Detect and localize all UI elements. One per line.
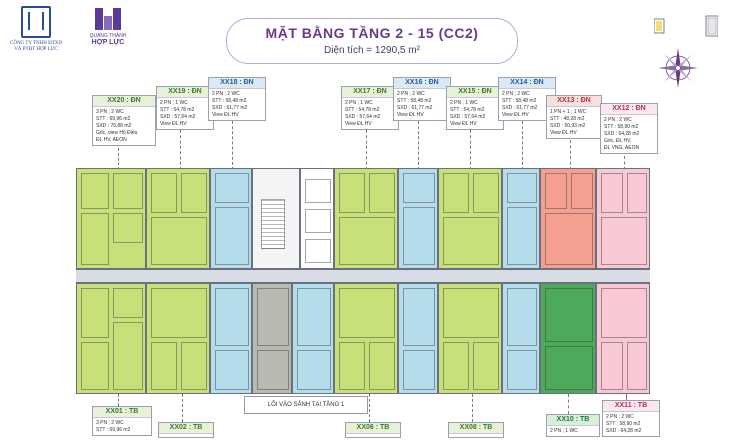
title-box: MẶT BẰNG TẦNG 2 - 15 (CC2) Diện tích = 1… (226, 18, 518, 64)
unit-label-xx20: XX20 : ĐN 3 PN ; 2 WC STT : 69,96 m2 SXD… (92, 95, 156, 146)
unit-xx16[interactable] (398, 168, 438, 269)
building-logo-icon (21, 6, 51, 38)
unit-xx04[interactable] (252, 283, 292, 394)
unit-label-xx02: XX02 : TB (158, 422, 214, 438)
leader-line (470, 130, 471, 170)
unit-xx20[interactable] (76, 168, 146, 269)
unit-label-xx15: XX15 : ĐN 2 PN ; 1 WC STT : 54,78 m2 SXD… (446, 86, 504, 130)
brand-big: HỢP LỰC (91, 39, 125, 46)
leader-line (369, 394, 370, 422)
unit-xx17[interactable] (334, 168, 398, 269)
company-logo: CÔNG TY TNHH ĐTXD VÀ PTĐT HỢP LỰC (6, 6, 66, 66)
floor-plan (76, 168, 650, 394)
page-title: MẶT BẰNG TẦNG 2 - 15 (CC2) (265, 25, 479, 41)
unit-xx07[interactable] (398, 283, 438, 394)
leader-line (568, 394, 569, 414)
unit-label-xx17: XX17 : ĐN 2 PN ; 1 WC STT : 54,78 m2 SXD… (341, 86, 399, 130)
leader-line (118, 148, 119, 170)
leader-line (180, 130, 181, 170)
leader-line (418, 121, 419, 170)
unit-xx02[interactable] (146, 283, 210, 394)
unit-label-xx08: XX08 : TB (448, 422, 504, 438)
unit-label-xx01: XX01 : TB 3 PN ; 2 WC STT : 69,96 m2 (92, 406, 152, 436)
unit-label-xx16: XX16 : ĐN 2 PN ; 2 WC STT : 58,48 m2 SXD… (393, 77, 451, 121)
brand-logo: QUẢNG THÀNH HỢP LỰC (78, 8, 138, 46)
corridor (76, 269, 650, 283)
unit-label-xx10: XX10 : TB 2 PN ; 1 WC (546, 414, 600, 437)
unit-xx15[interactable] (438, 168, 502, 269)
elevator-core (300, 168, 334, 269)
unit-xx03[interactable] (210, 283, 252, 394)
leader-line (472, 394, 473, 422)
unit-xx18[interactable] (210, 168, 252, 269)
brand-small: QUẢNG THÀNH (89, 33, 127, 39)
entry-label: LỐI VÀO SẢNH TẠI TẦNG 1 (244, 396, 368, 414)
unit-label-xx06: XX06 : TB (345, 422, 401, 438)
unit-xx09[interactable] (502, 283, 540, 394)
company-name: CÔNG TY TNHH ĐTXD VÀ PTĐT HỢP LỰC (10, 41, 62, 52)
unit-xx11[interactable] (596, 283, 650, 394)
leader-line (118, 394, 119, 406)
unit-label-xx18: XX18 : ĐN 2 PN ; 2 WC STT : 58,48 m2 SXD… (208, 77, 266, 121)
unit-xx10[interactable] (540, 283, 596, 394)
compass-icon (658, 48, 698, 88)
unit-label-xx11: XX11 : TB 2 PN ; 2 WC STT : 58,90 m2 SXD… (602, 400, 660, 437)
unit-label-xx13: XX13 : ĐN 1 PN + 1 ; 1 WC STT : 48,28 m2… (546, 95, 602, 139)
unit-xx01[interactable] (76, 283, 146, 394)
leader-line (366, 130, 367, 170)
unit-xx13[interactable] (540, 168, 596, 269)
leader-line (624, 156, 625, 170)
leader-line (626, 394, 627, 400)
unit-xx05[interactable] (292, 283, 334, 394)
area-text: Diện tích = 1290,5 m² (324, 45, 420, 56)
brand-mark-icon (93, 8, 123, 30)
unit-xx19[interactable] (146, 168, 210, 269)
unit-label-xx19: XX19 : ĐN 2 PN ; 1 WC STT : 54,78 m2 SXD… (156, 86, 214, 130)
leader-line (232, 121, 233, 170)
key-plan-icon (654, 15, 718, 37)
leader-line (570, 140, 571, 170)
unit-label-xx12: XX12 : ĐN 2 PN ; 2 WC STT : 58,90 m2 SXD… (600, 103, 658, 154)
leader-line (182, 394, 183, 422)
unit-xx12[interactable] (596, 168, 650, 269)
unit-xx08[interactable] (438, 283, 502, 394)
leader-line (522, 121, 523, 170)
stair-core-left (252, 168, 300, 269)
unit-xx14[interactable] (502, 168, 540, 269)
unit-xx06[interactable] (334, 283, 398, 394)
